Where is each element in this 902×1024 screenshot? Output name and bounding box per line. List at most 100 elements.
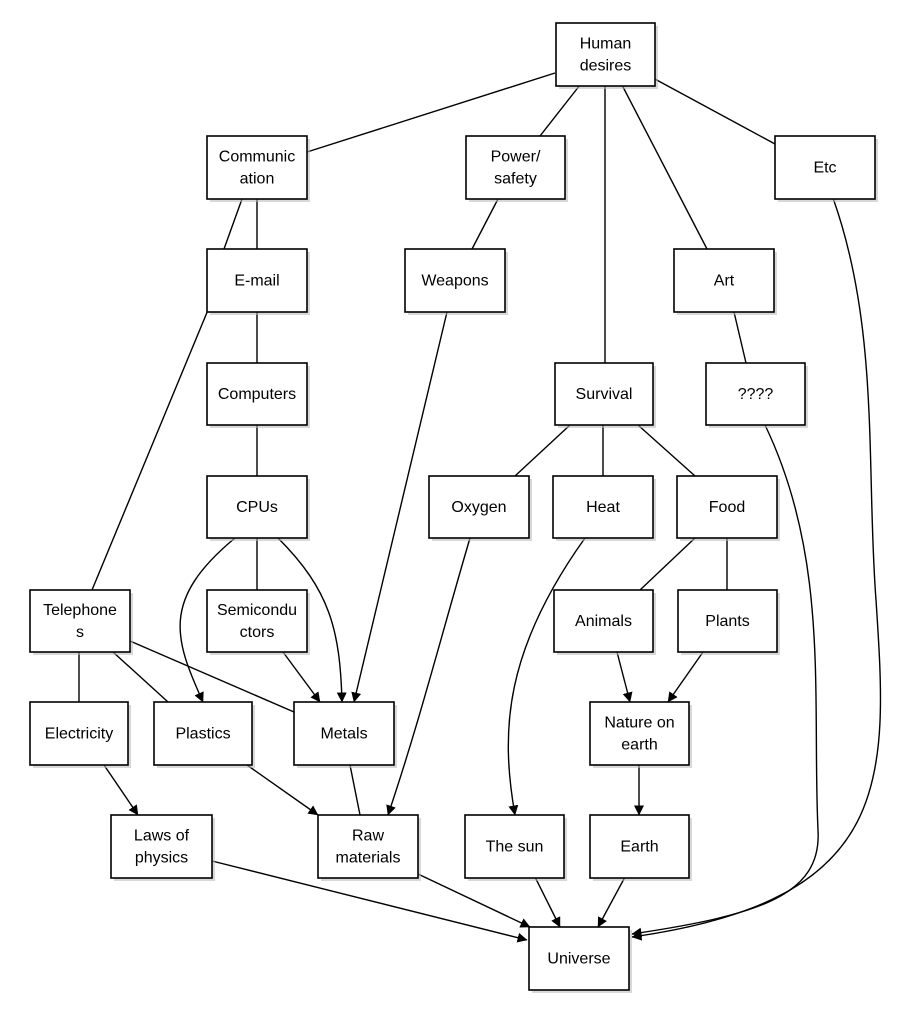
node-label: Telephone — [43, 602, 117, 619]
node-electricity: Electricity — [29, 701, 131, 768]
node-box — [29, 589, 131, 653]
node-plants: Plants — [677, 589, 780, 655]
node-box — [464, 814, 565, 879]
node-box — [428, 475, 530, 539]
node-the-sun: The sun — [464, 814, 567, 881]
node-label: earth — [621, 737, 657, 754]
node-box — [206, 135, 308, 200]
edge-telephones-plastics — [112, 651, 169, 703]
node-label: Laws of — [134, 828, 190, 845]
node-label: The sun — [486, 839, 544, 856]
node-box — [317, 814, 419, 879]
edge-earth-universe — [597, 876, 626, 928]
node-label: Survival — [576, 386, 633, 403]
node-label: Metals — [320, 726, 367, 743]
node-label: CPUs — [236, 499, 278, 516]
node-box — [206, 589, 308, 653]
edge-power-safety-weapons — [471, 198, 499, 250]
edge-food-animals — [639, 537, 696, 591]
edge-human-desires-power-safety — [539, 84, 581, 137]
edge-cpus-metals — [277, 537, 347, 703]
node-label: Plants — [705, 613, 749, 630]
node-box — [206, 362, 308, 426]
edge-metals-raw-materials — [349, 764, 361, 816]
node-box — [404, 248, 506, 313]
node-box — [589, 814, 690, 879]
node-survival: Survival — [554, 362, 656, 428]
node-metals: Metals — [293, 701, 397, 768]
edge-human-desires-etc — [652, 77, 776, 145]
node-box — [528, 926, 630, 991]
node-label: Electricity — [45, 726, 113, 743]
node-label: physics — [135, 850, 188, 867]
node-label: Etc — [813, 160, 836, 177]
edge-plastics-raw-materials — [246, 764, 319, 816]
node-weapons: Weapons — [404, 248, 508, 315]
node-plastics: Plastics — [153, 701, 255, 768]
edge-survival-oxygen — [514, 424, 571, 477]
node-oxygen: Oxygen — [428, 475, 532, 541]
edge-communication-email-a — [223, 198, 243, 250]
edge-human-desires-communication — [306, 72, 556, 153]
edge-weapons-metals — [351, 311, 448, 703]
edges — [78, 72, 882, 943]
node-label: materials — [336, 850, 401, 867]
node-cpus: CPUs — [206, 475, 310, 541]
node-animals: Animals — [553, 589, 656, 655]
node-box — [673, 248, 775, 313]
edge-heat-sun — [507, 537, 586, 816]
node-label: Communic — [219, 149, 295, 166]
node-label: E-mail — [234, 273, 279, 290]
node-email: E-mail — [206, 248, 310, 315]
node-label: Art — [714, 273, 735, 290]
node-box — [552, 475, 654, 539]
node-earth: Earth — [589, 814, 692, 881]
node-box — [555, 22, 656, 87]
node-label: Animals — [575, 613, 632, 630]
node-laws-of-physics: Laws of physics — [110, 814, 215, 881]
edge-sun-universe — [534, 876, 561, 928]
edge-laws-universe — [211, 860, 528, 943]
node-label: Semicondu — [217, 602, 297, 619]
node-box — [465, 135, 566, 200]
node-label: Weapons — [421, 273, 488, 290]
node-box — [774, 135, 876, 200]
node-label: Heat — [586, 499, 620, 516]
node-box — [677, 589, 778, 653]
edge-animals-nature — [616, 651, 633, 703]
node-label: Universe — [547, 951, 610, 968]
edge-plants-nature — [667, 651, 704, 703]
node-box — [206, 475, 308, 539]
edge-raw-materials-universe — [417, 873, 531, 928]
node-computers: Computers — [206, 362, 310, 428]
nodes: HumandesiresCommunicationPower/safetyEtc… — [29, 22, 878, 993]
node-label: Power/ — [491, 149, 541, 166]
edge-art-unknown — [733, 311, 747, 364]
node-box — [29, 701, 129, 766]
node-label: Computers — [218, 386, 296, 403]
node-raw-materials: Raw materials — [317, 814, 421, 881]
node-nature-on-earth: Nature on earth — [589, 701, 692, 768]
node-box — [589, 701, 690, 766]
node-food: Food — [676, 475, 780, 541]
node-label: ctors — [240, 624, 275, 641]
node-box — [153, 701, 253, 766]
node-box — [676, 475, 778, 539]
node-art: Art — [673, 248, 777, 315]
node-box — [554, 362, 654, 426]
edge-electricity-laws — [103, 764, 139, 816]
node-heat: Heat — [552, 475, 656, 541]
edge-semiconductors-metals — [282, 651, 321, 703]
edge-telephones-metals — [129, 640, 295, 713]
node-label: Food — [709, 499, 745, 516]
node-label: Plastics — [175, 726, 230, 743]
node-box — [553, 589, 654, 653]
node-box — [206, 248, 308, 313]
node-label: Nature on — [604, 715, 674, 732]
node-label: Raw — [352, 828, 384, 845]
node-unknown: ???? — [705, 362, 808, 428]
edge-oxygen-raw-materials — [386, 537, 471, 816]
